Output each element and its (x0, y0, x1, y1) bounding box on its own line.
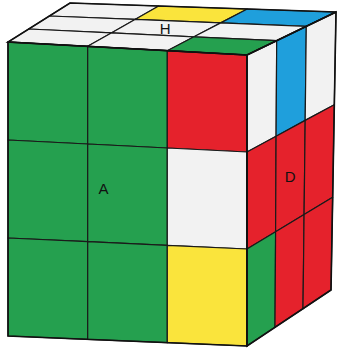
face-outline (8, 42, 247, 346)
cube-sticker (88, 242, 168, 343)
cube-sticker (247, 136, 276, 249)
cube-sticker (8, 42, 88, 144)
face-label: H (160, 21, 171, 36)
cube-sticker (276, 120, 306, 231)
face-outline (247, 12, 336, 346)
face-label: D (285, 168, 296, 183)
cube-sticker (88, 46, 168, 148)
cube-sticker (167, 245, 247, 346)
cube-sticker (247, 41, 277, 152)
cube-sticker (8, 140, 88, 242)
cube-sticker (276, 26, 306, 136)
cube-sticker (8, 238, 88, 339)
cube-sticker (304, 105, 334, 215)
cube-sticker (167, 51, 247, 152)
face-label: A (99, 180, 109, 195)
cube-sticker (305, 12, 336, 120)
face-outline (8, 3, 336, 55)
cube-sticker (167, 148, 247, 249)
cube-sticker (88, 144, 168, 245)
